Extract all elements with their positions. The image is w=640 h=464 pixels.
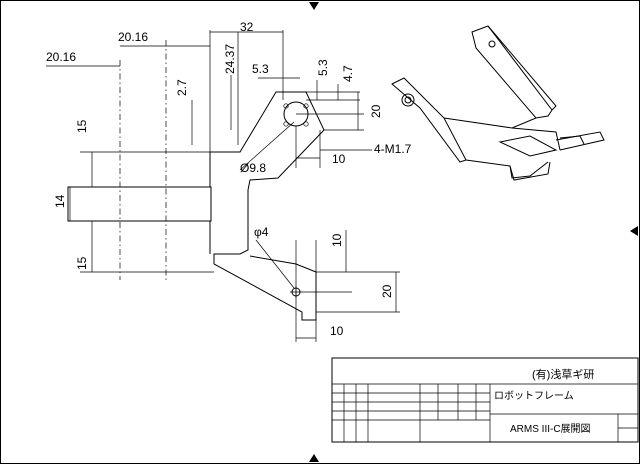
- dim-24-37: 24.37: [223, 44, 237, 74]
- dim-4-7: 4.7: [341, 65, 355, 82]
- extension-lines: [68, 30, 400, 342]
- part-name: ロボットフレーム: [494, 390, 574, 402]
- dim-10-bottom: 10: [330, 324, 344, 338]
- center-mark-right: [630, 226, 638, 236]
- hole-note: 4-M1.7: [374, 142, 412, 156]
- dim-20-16-left: 20.16: [46, 50, 76, 64]
- drawing-title: ARMS III-C展開図: [510, 423, 591, 435]
- dim-10-vert: 10: [330, 233, 344, 247]
- center-mark-top: [309, 2, 319, 10]
- dim-2-7: 2.7: [175, 79, 189, 96]
- dim-5-3-h: 5.3: [252, 62, 269, 76]
- isometric-view: [391, 25, 605, 181]
- dim-20-bottom: 20: [380, 284, 394, 298]
- dim-14: 14: [53, 194, 67, 208]
- center-mark-bottom: [309, 454, 319, 462]
- title-block: (有)浅草ギ研 ロボットフレーム ARMS III-C展開図: [331, 357, 639, 443]
- dim-10-top: 10: [332, 152, 346, 166]
- tab-14: [67, 186, 212, 222]
- dimension-texts: 20.16 20.16 32 24.37 5.3 5.3 4.7 20 2.7 …: [46, 20, 412, 338]
- dim-20-16-top: 20.16: [118, 30, 148, 44]
- dim-5-3-v: 5.3: [316, 59, 330, 76]
- dim-32: 32: [240, 20, 254, 34]
- dia-4: φ4: [254, 225, 269, 239]
- dim-20-top: 20: [369, 104, 383, 118]
- dim-15-bottom: 15: [75, 256, 89, 270]
- dimension-lines: [46, 31, 397, 339]
- dia-9-8: Ø9.8: [240, 161, 266, 175]
- dim-15-top: 15: [75, 119, 89, 133]
- flat-pattern-outline: [67, 91, 325, 321]
- company-name: (有)浅草ギ研: [532, 367, 594, 381]
